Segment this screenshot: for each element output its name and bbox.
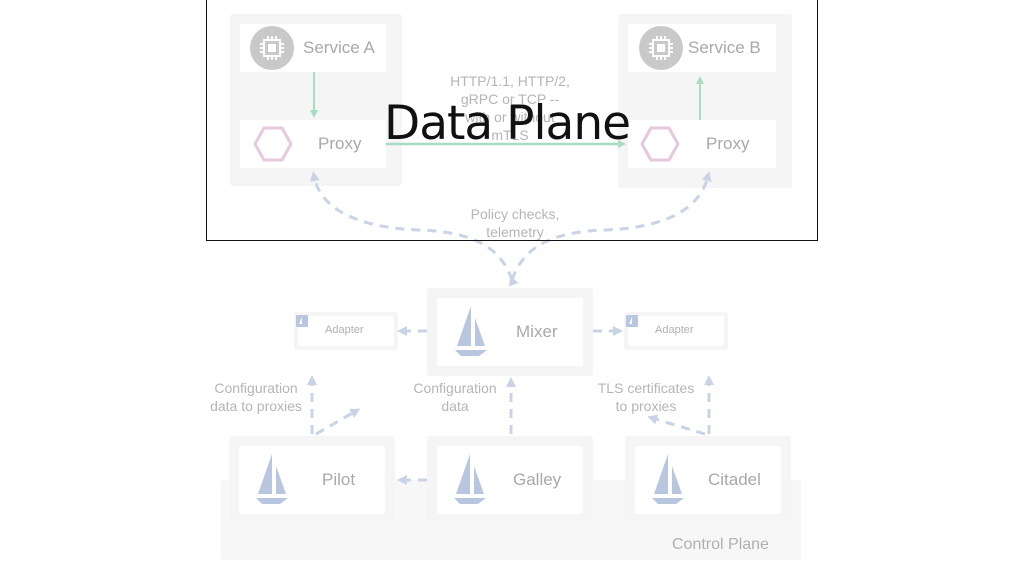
note-line: telemetry [486, 224, 544, 240]
note-line: mTLS [491, 127, 529, 143]
galley-note: Configuration data [400, 379, 510, 415]
note-line: data to proxies [210, 398, 302, 414]
note-line: HTTP/1.1, HTTP/2, [450, 73, 570, 89]
sail-icon [652, 454, 684, 504]
chip-icon [250, 26, 294, 70]
proxy-a-mixer-arrow [309, 171, 519, 287]
data-plane-highlight-frame [206, 0, 818, 241]
adapter-left-label: Adapter [325, 324, 364, 336]
protocol-note: HTTP/1.1, HTTP/2, gRPC or TCP -- with or… [420, 72, 600, 144]
note-line: Policy checks, [470, 206, 560, 222]
policy-note: Policy checks, telemetry [435, 205, 595, 241]
note-line: Configuration [214, 380, 298, 396]
adapter-icon [296, 315, 308, 327]
pilot-diagonal-arrow [315, 408, 361, 436]
note-line: gRPC or TCP -- [460, 91, 560, 107]
sail-icon [455, 306, 487, 356]
hexagon-icon [253, 126, 293, 162]
service-a-label: Service A [303, 38, 375, 57]
note-line: Configuration [413, 380, 497, 396]
control-plane-label: Control Plane [672, 536, 769, 553]
hexagon-icon [640, 126, 680, 162]
chip-icon [639, 26, 683, 70]
note-line: TLS certificates [597, 380, 695, 396]
proxy-b-mixer-arrow [510, 171, 712, 281]
pilot-label: Pilot [322, 470, 356, 489]
proxy-b-label: Proxy [706, 134, 750, 153]
service-b-label: Service B [688, 38, 761, 57]
adapter-right-label: Adapter [655, 324, 694, 336]
citadel-diagonal-arrow [647, 414, 706, 436]
citadel-label: Citadel [708, 470, 761, 489]
proxy-a-label: Proxy [318, 134, 362, 153]
citadel-note: TLS certificates to proxies [586, 379, 706, 415]
adapter-icon [626, 315, 638, 327]
note-line: to proxies [615, 398, 677, 414]
overlay-title: Data Plane [384, 96, 631, 151]
adapter-right-box [628, 316, 724, 346]
sail-icon [256, 454, 288, 504]
adapter-left-box [298, 316, 394, 346]
galley-label: Galley [513, 470, 562, 489]
note-line: data [441, 398, 469, 414]
pilot-note: Configuration data to proxies [196, 379, 316, 415]
mixer-label: Mixer [516, 322, 558, 341]
note-line: with or without [465, 109, 555, 125]
sail-icon [454, 454, 486, 504]
